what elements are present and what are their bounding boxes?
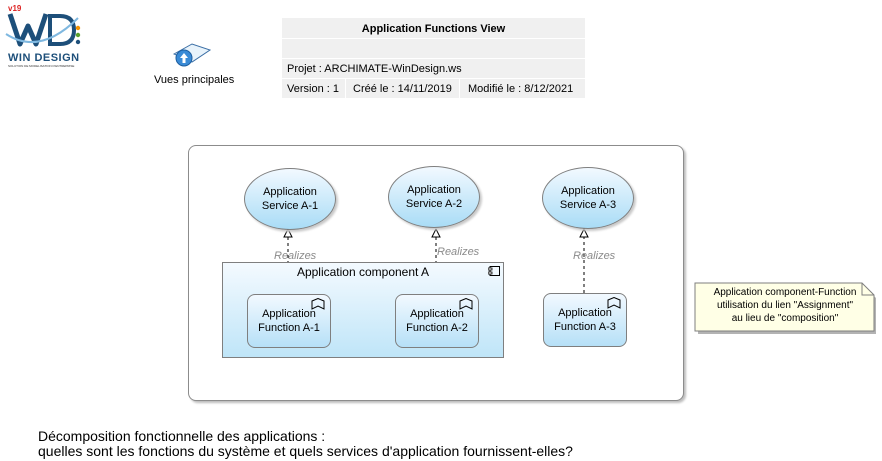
header-info-row: Version : 1 Créé le : 14/11/2019 Modifié… <box>282 78 585 99</box>
note-shape <box>694 282 876 334</box>
diagram-shortcut-icon[interactable] <box>170 40 212 74</box>
diagram-note[interactable]: Application component-Function utilisati… <box>694 282 878 334</box>
note-line-2: utilisation du lien "Assignment" <box>716 300 854 311</box>
caption-line-2: quelles sont les fonctions du système et… <box>38 443 573 459</box>
realizes-label-2: Realizes <box>437 246 480 258</box>
shortcut-label[interactable]: Vues principales <box>154 74 235 86</box>
realizes-label-3: Realizes <box>573 250 616 262</box>
windesign-logo: v19 WIN DESIGN SOLUTION DE MODELISATION … <box>4 4 84 68</box>
caption-line-1: Décomposition fonctionnelle des applicat… <box>38 428 326 444</box>
component-label: Application component A <box>296 265 430 279</box>
windesign-logo-icon <box>5 13 81 47</box>
header-title: Application Functions View <box>282 18 585 39</box>
header-project: Projet : ARCHIMATE-WinDesign.ws <box>287 63 462 75</box>
header-created: Créé le : 14/11/2019 <box>353 83 452 95</box>
component-icon <box>488 266 500 276</box>
function-icon <box>311 298 325 310</box>
diagram-header: Application Functions View Projet : ARCH… <box>282 18 585 99</box>
function-icon <box>607 297 621 309</box>
logo-version: v19 <box>8 4 22 13</box>
header-modified: Modifié le : 8/12/2021 <box>468 83 574 95</box>
function-icon <box>459 298 473 310</box>
logo-brand: WIN DESIGN <box>8 52 80 64</box>
realizes-label-1: Realizes <box>274 250 317 262</box>
note-line-3: au lieu de "composition" <box>731 313 839 324</box>
note-line-1: Application component-Function <box>713 287 857 298</box>
header-version: Version : 1 <box>287 83 339 95</box>
logo-tagline: SOLUTION DE MODELISATION D'ENTREPRISE <box>8 64 75 68</box>
